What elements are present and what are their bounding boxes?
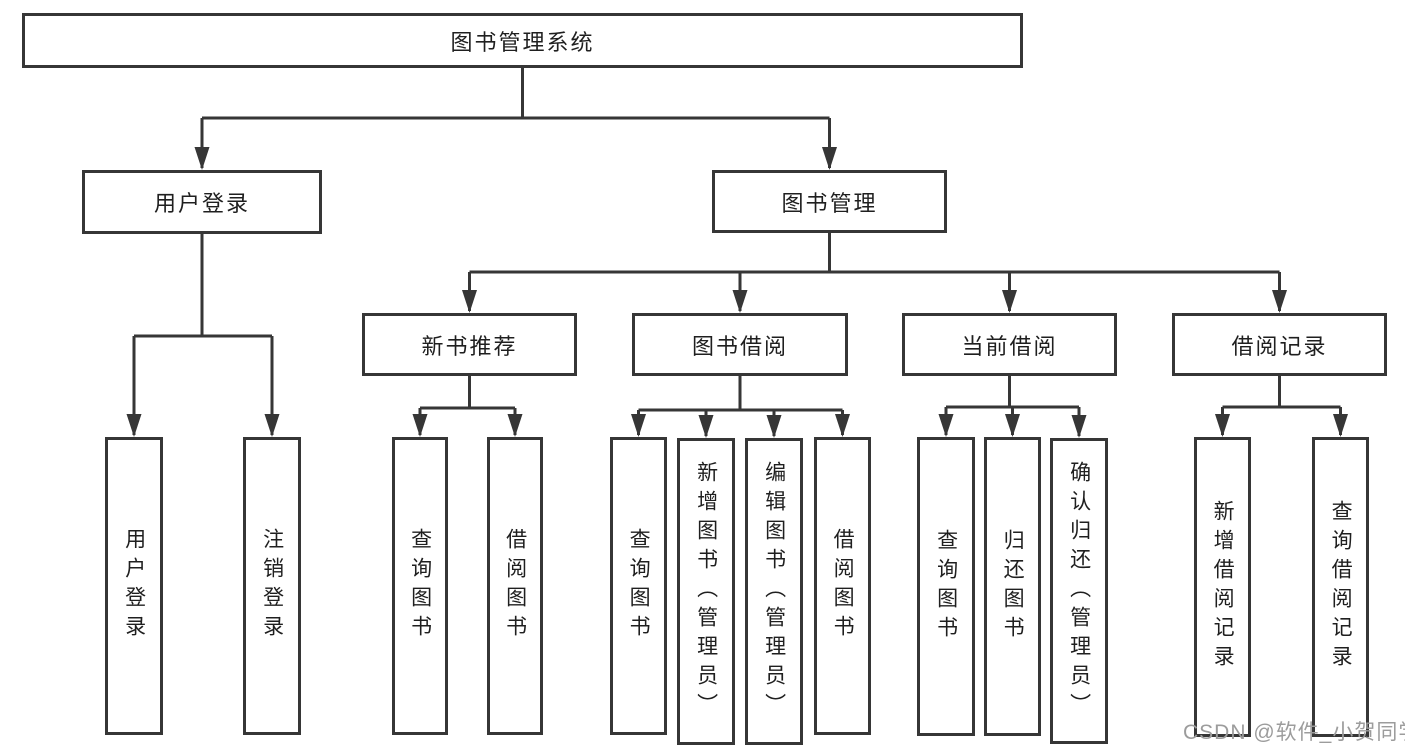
- leaf-label: 用户登录: [122, 528, 146, 644]
- leaf-label: 查询图书: [408, 528, 432, 644]
- leaf-label: 借阅图书: [503, 528, 527, 644]
- node-book-borrowing: 图书借阅: [632, 313, 848, 376]
- leaf-recommend-query-books: 查询图书: [392, 437, 448, 735]
- arrowhead-icon: [1215, 414, 1230, 437]
- leaf-label: 归还图书: [1001, 528, 1025, 645]
- arrowhead-icon: [194, 147, 210, 170]
- leaf-add-borrow-record: 新增借阅记录: [1194, 437, 1251, 737]
- node-new-book-recommendation: 新书推荐: [362, 313, 577, 376]
- arrowhead-icon: [1071, 415, 1087, 438]
- leaf-label: 查询图书: [627, 528, 651, 644]
- node-current-borrowing: 当前借阅: [902, 313, 1117, 376]
- connector-current-borrowing-children: [938, 376, 1087, 438]
- arrowhead-icon: [938, 414, 954, 437]
- leaf-label: 新增图书（管理员）: [694, 461, 718, 722]
- connector-book-borrowing-children: [631, 376, 850, 438]
- node-user-login: 用户登录: [82, 170, 322, 234]
- leaf-label: 编辑图书（管理员）: [762, 461, 786, 722]
- arrowhead-icon: [1005, 414, 1020, 437]
- leaf-edit-book-admin: 编辑图书（管理员）: [745, 438, 803, 745]
- connector-user-login-children: [126, 234, 280, 437]
- leaf-borrowing-borrow-books: 借阅图书: [814, 437, 871, 735]
- leaf-current-query-books: 查询图书: [917, 437, 975, 736]
- connector-line: [1221, 376, 1342, 435]
- leaf-query-borrow-record: 查询借阅记录: [1312, 437, 1369, 737]
- arrowhead-icon: [1333, 414, 1348, 437]
- leaf-add-book-admin: 新增图书（管理员）: [677, 438, 735, 745]
- arrowhead-icon: [822, 147, 837, 170]
- connector-new-book-rec-children: [412, 376, 523, 437]
- node-book-management: 图书管理: [712, 170, 947, 233]
- arrowhead-icon: [264, 414, 280, 437]
- connector-line: [418, 376, 517, 435]
- connector-line: [132, 234, 274, 435]
- arrowhead-icon: [1272, 290, 1287, 313]
- leaf-label: 查询图书: [934, 528, 958, 645]
- leaf-label: 确认归还（管理员）: [1067, 460, 1091, 722]
- connector-line: [468, 233, 1281, 311]
- arrowhead-icon: [631, 414, 646, 437]
- leaf-label: 注销登录: [260, 528, 284, 644]
- arrowhead-icon: [698, 415, 714, 438]
- arrowhead-icon: [1002, 290, 1017, 313]
- leaf-logout: 注销登录: [243, 437, 301, 735]
- connector-root-to-level2: [194, 68, 837, 170]
- leaf-label: 借阅图书: [831, 528, 855, 644]
- leaf-label: 查询借阅记录: [1329, 500, 1353, 674]
- arrowhead-icon: [412, 414, 428, 437]
- csdn-watermark: CSDN @软件_小贺同学: [1183, 721, 1405, 744]
- connector-book-management-sections: [462, 233, 1287, 313]
- arrowhead-icon: [766, 415, 782, 438]
- arrowhead-icon: [126, 414, 142, 437]
- node-borrowing-records: 借阅记录: [1172, 313, 1387, 376]
- leaf-user-login: 用户登录: [105, 437, 163, 735]
- node-library-management-system: 图书管理系统: [22, 13, 1023, 68]
- connector-line: [200, 68, 831, 168]
- arrowhead-icon: [835, 414, 850, 437]
- leaf-label: 新增借阅记录: [1211, 500, 1235, 674]
- arrowhead-icon: [732, 290, 748, 313]
- connector-line: [637, 376, 844, 436]
- leaf-return-books: 归还图书: [984, 437, 1041, 736]
- leaf-recommend-borrow-books: 借阅图书: [487, 437, 543, 735]
- leaf-confirm-return-admin: 确认归还（管理员）: [1050, 438, 1108, 744]
- leaf-borrowing-query-books: 查询图书: [610, 437, 667, 735]
- arrowhead-icon: [462, 290, 477, 313]
- connector-borrowing-records-children: [1215, 376, 1348, 437]
- arrowhead-icon: [507, 414, 523, 437]
